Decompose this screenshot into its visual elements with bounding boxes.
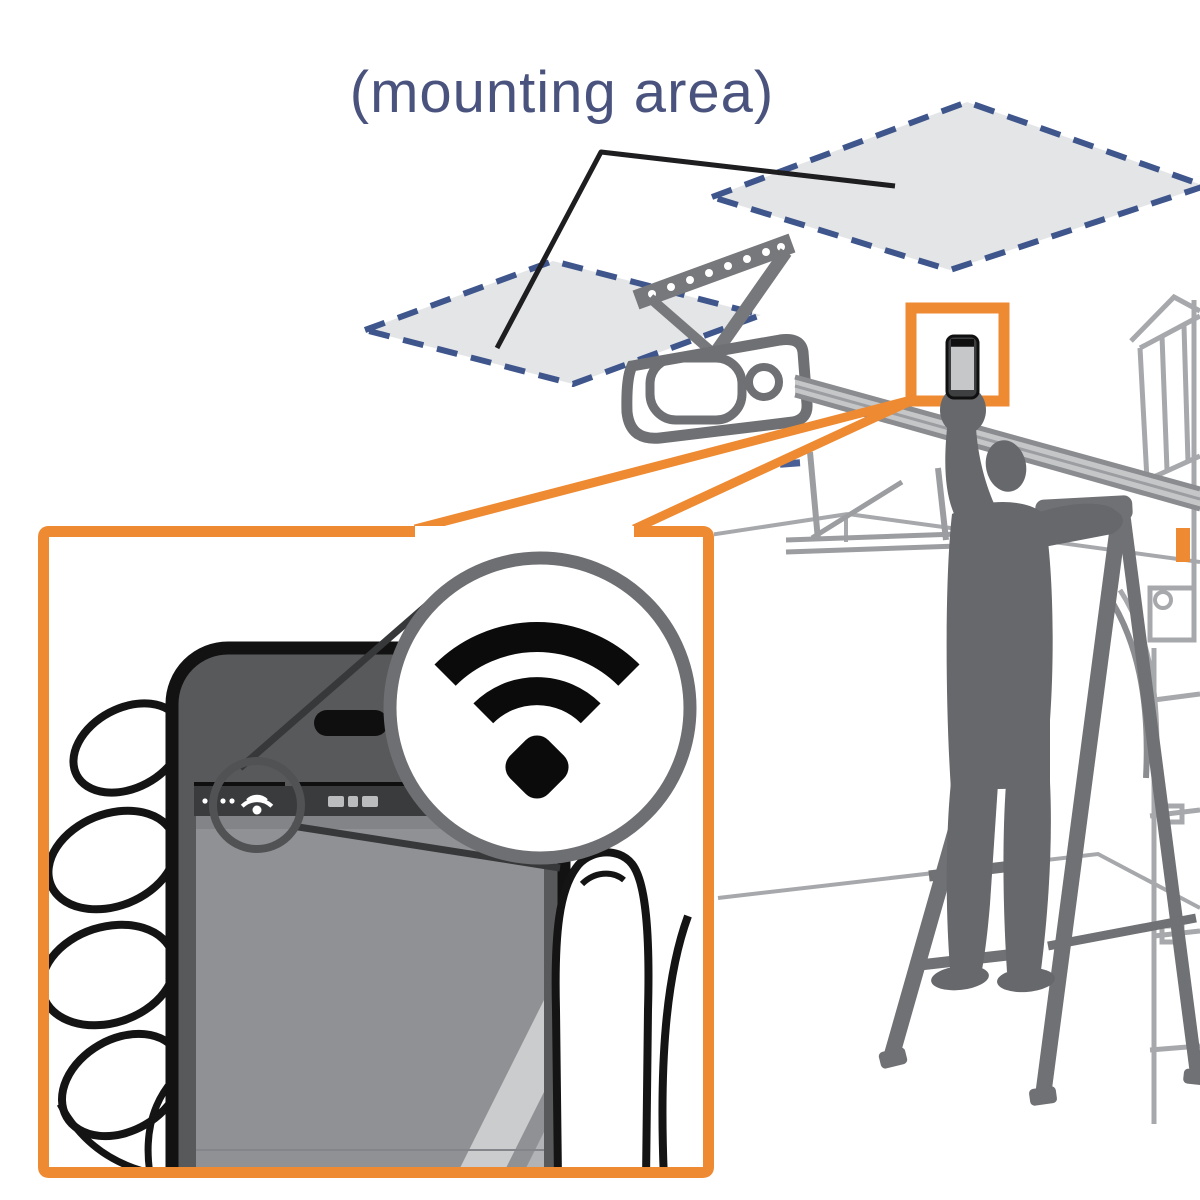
ladder-front-right-rail [1035, 516, 1127, 1098]
garage-opener [621, 233, 813, 444]
magnifier-circle [383, 551, 697, 865]
strap-holes [648, 243, 785, 298]
ceiling-bracket [785, 451, 959, 555]
left-leg [946, 782, 998, 970]
time-indicator [328, 796, 378, 807]
inset-content [45, 551, 697, 1171]
leader-line [494, 149, 896, 350]
foot [997, 967, 1055, 993]
left-hand [1085, 508, 1123, 536]
torso [946, 501, 1053, 790]
phone-screen [196, 816, 544, 1171]
mounting-area-label: (mounting area) [350, 60, 774, 125]
screen-reflection [196, 1000, 544, 1171]
sensor-mark [1176, 528, 1190, 562]
right-leg [1003, 782, 1051, 972]
wifi-status-icon [240, 794, 274, 815]
strap-brace-right [710, 248, 792, 356]
index-finger [551, 848, 692, 1171]
opener-handle-loop [645, 353, 747, 425]
hand-illustration [45, 699, 198, 1171]
raised-arm [945, 428, 998, 518]
opener-light [745, 363, 783, 401]
foot [931, 965, 989, 991]
track-bracket [1147, 585, 1197, 643]
ladder-brace [1047, 913, 1197, 951]
magnifier-source-ring [209, 757, 305, 853]
wifi-icon [434, 622, 640, 799]
ladder-rear-rail [1117, 515, 1200, 1079]
held-phone [945, 334, 980, 400]
inset-border [38, 526, 714, 1178]
speaker [314, 710, 388, 736]
window-frame [1129, 293, 1200, 483]
installer-silhouette [931, 334, 1123, 993]
roller-icon [1153, 590, 1173, 610]
inset-callout [38, 526, 714, 1178]
head [985, 440, 1027, 492]
mounting-area-upper [709, 99, 1200, 273]
callout-line-upper [413, 394, 917, 534]
floor-line [717, 851, 1200, 910]
callout-line-lower [632, 394, 917, 534]
strap-brace-left [646, 294, 716, 356]
